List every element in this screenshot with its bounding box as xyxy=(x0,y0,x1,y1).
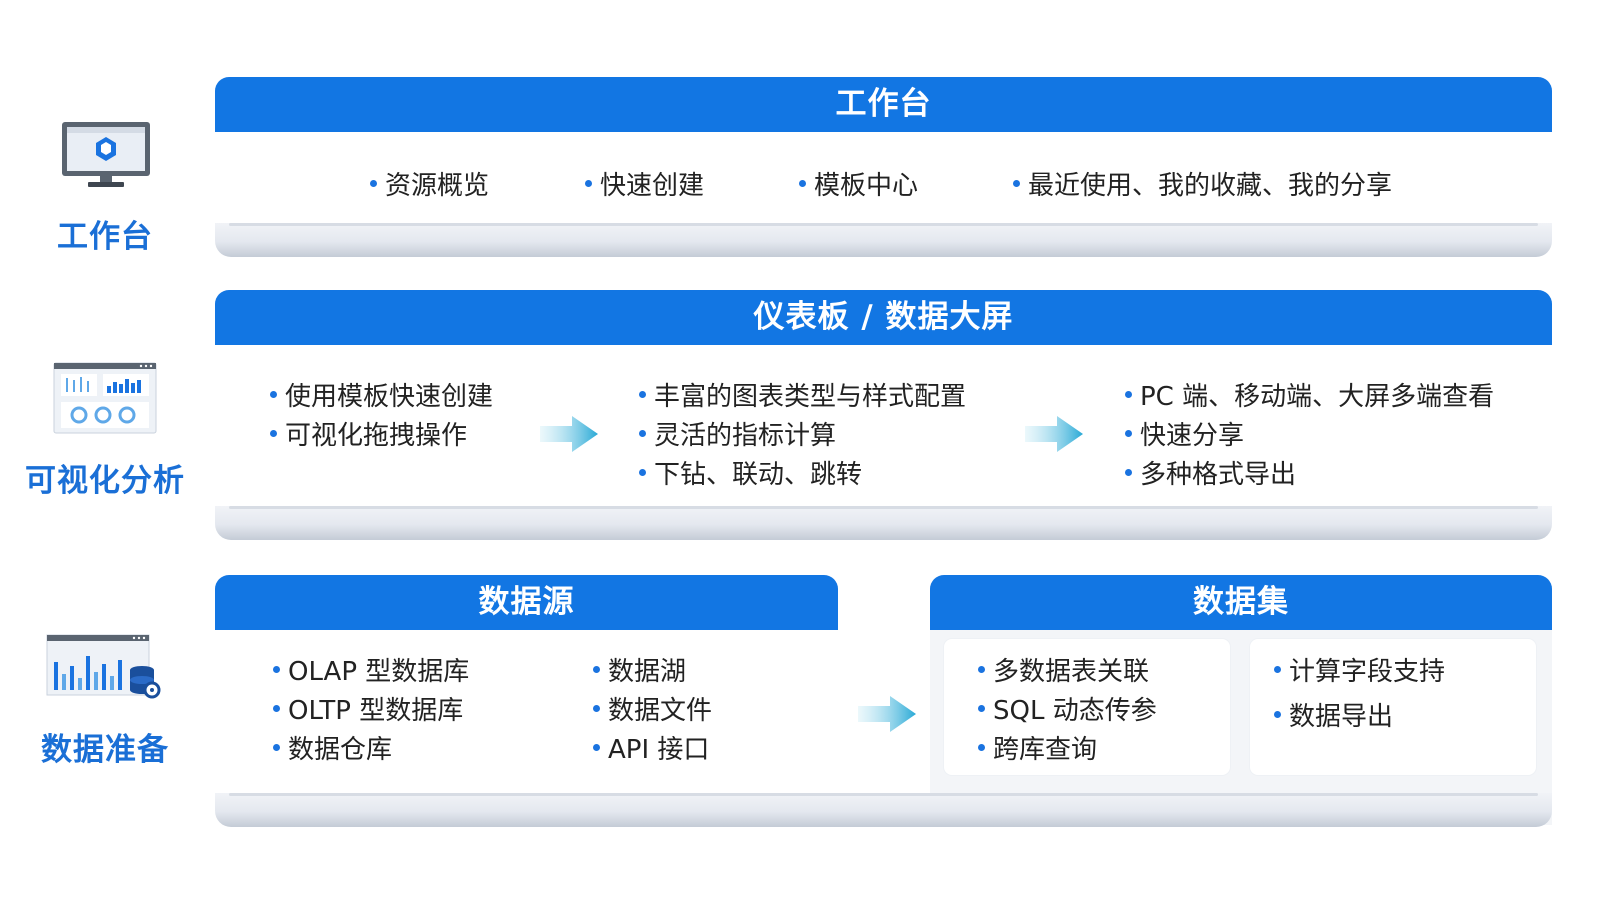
dataset-item: 计算字段支持 xyxy=(1274,651,1445,688)
workbench-item: 模板中心 xyxy=(799,165,918,202)
datasource-item: 数据仓库 xyxy=(273,729,392,766)
datasource-item: 数据文件 xyxy=(593,690,712,727)
dataset-item: 数据导出 xyxy=(1274,696,1393,733)
panel-workbench: 工作台 资源概览 快速创建 模板中心 最近使用、我的收藏、我的分享 xyxy=(215,77,1552,257)
dataset-card-1 xyxy=(944,639,1230,775)
datasource-item: OLAP 型数据库 xyxy=(273,651,469,688)
side-label-visualization: 可视化分析 xyxy=(25,463,185,499)
dashboard-item: 丰富的图表类型与样式配置 xyxy=(639,376,966,413)
panel-dataset-header: 数据集 xyxy=(930,575,1552,630)
dataset-item: 跨库查询 xyxy=(978,729,1097,766)
dataset-card-2 xyxy=(1250,639,1536,775)
dashboard-item: 下钻、联动、跳转 xyxy=(639,454,862,491)
side-label-data-prep: 数据准备 xyxy=(41,732,169,768)
panel-workbench-base xyxy=(215,223,1552,257)
dashboard-item: 使用模板快速创建 xyxy=(270,376,493,413)
data-chart-database-icon xyxy=(46,634,161,699)
panel-dashboard-base xyxy=(215,506,1552,540)
dashboard-item: 快速分享 xyxy=(1125,415,1244,452)
panel-workbench-header: 工作台 xyxy=(215,77,1552,132)
arrow-right-icon xyxy=(540,416,598,452)
panel-dashboard: 仪表板 / 数据大屏 使用模板快速创建 可视化拖拽操作 丰富的图表类型与样式配置… xyxy=(215,290,1552,540)
workbench-item: 快速创建 xyxy=(585,165,704,202)
workbench-item: 资源概览 xyxy=(370,165,489,202)
dashboard-item: 灵活的指标计算 xyxy=(639,415,836,452)
side-label-workbench: 工作台 xyxy=(57,219,153,255)
panel-dashboard-header: 仪表板 / 数据大屏 xyxy=(215,290,1552,345)
dashboard-item: 多种格式导出 xyxy=(1125,454,1296,491)
workbench-item: 最近使用、我的收藏、我的分享 xyxy=(1013,165,1392,202)
arrow-right-icon xyxy=(1025,416,1083,452)
dashboard-screen-icon xyxy=(53,362,157,434)
arrow-right-icon xyxy=(858,696,916,732)
panel-dataset: 数据集 多数据表关联 SQL 动态传参 跨库查询 计算字段支持 数据导出 xyxy=(930,575,1552,825)
workbench-monitor-icon xyxy=(62,122,150,187)
dashboard-item: 可视化拖拽操作 xyxy=(270,415,467,452)
datasource-item: API 接口 xyxy=(593,729,709,766)
dataset-item: 多数据表关联 xyxy=(978,651,1149,688)
dataset-item: SQL 动态传参 xyxy=(978,690,1157,727)
datasource-item: OLTP 型数据库 xyxy=(273,690,463,727)
dashboard-item: PC 端、移动端、大屏多端查看 xyxy=(1125,376,1494,413)
panel-datasource-header: 数据源 xyxy=(215,575,838,630)
datasource-item: 数据湖 xyxy=(593,651,686,688)
panel-datasource: 数据源 OLAP 型数据库 OLTP 型数据库 数据仓库 数据湖 数据文件 AP… xyxy=(215,575,838,825)
panel-data-prep-base xyxy=(215,793,1552,827)
